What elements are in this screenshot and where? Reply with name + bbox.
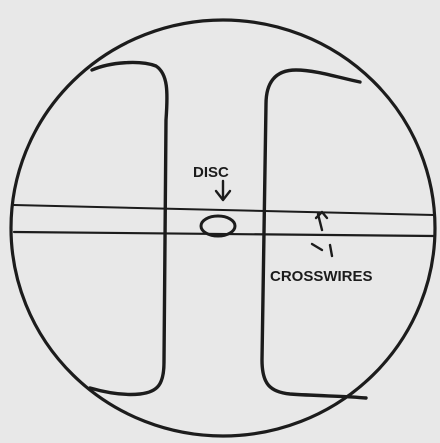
- left-slide-block: [90, 63, 167, 395]
- band-top-line: [14, 205, 434, 215]
- disc-label: DISC: [193, 164, 229, 181]
- crosswires-label: CROSSWIRES: [270, 268, 373, 285]
- disc-arrow-icon: [216, 181, 230, 200]
- field-of-view-circle: [11, 20, 435, 436]
